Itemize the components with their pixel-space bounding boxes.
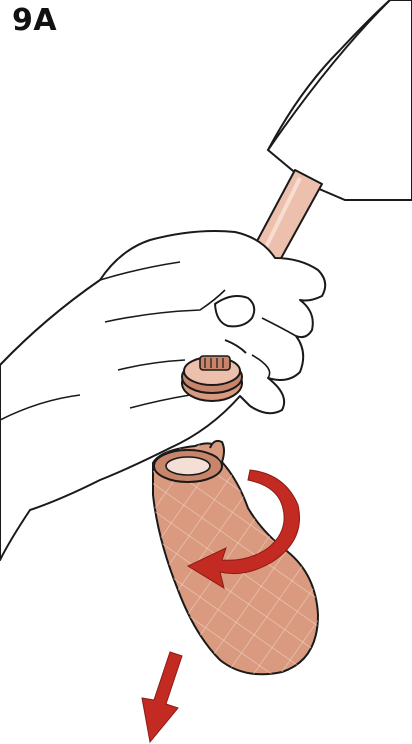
down-arrow-icon <box>142 652 182 742</box>
bulb-icon <box>153 441 318 674</box>
sleeve-icon <box>268 0 412 200</box>
